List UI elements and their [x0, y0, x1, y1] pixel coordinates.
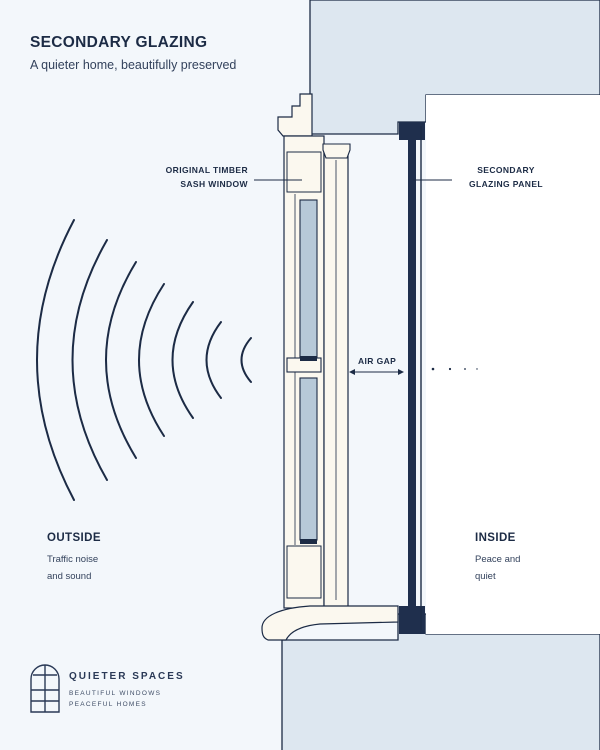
- sash-window-callout-line-1: ORIGINAL TIMBER: [165, 165, 248, 175]
- double-arrow-icon: [349, 369, 404, 375]
- sound-waves-icon: [36, 219, 252, 501]
- glazing-panel-callout-line-1: SECONDARY: [477, 165, 535, 175]
- page-title: SECONDARY GLAZING: [30, 34, 208, 51]
- page-subtitle: A quieter home, beautifully preserved: [30, 58, 237, 72]
- room-interior: [426, 95, 600, 634]
- glazing-panel-callout-line-2: GLAZING PANEL: [469, 179, 543, 189]
- head-moulding: [277, 93, 313, 137]
- sash-capital: [322, 143, 351, 159]
- outside-description-line-2: and sound: [47, 571, 92, 582]
- brand-tagline-line-2: PEACEFUL HOMES: [69, 701, 147, 708]
- secondary-glazing-panel: [408, 126, 416, 630]
- brand-tagline: BEAUTIFUL WINDOWS PEACEFUL HOMES: [69, 688, 161, 710]
- glazing-panel-callout: SECONDARY GLAZING PANEL: [456, 163, 556, 191]
- inside-description-line-1: Peace and: [475, 554, 521, 565]
- air-gap-label: AIR GAP: [358, 356, 397, 366]
- upper-glass-pane: [299, 199, 318, 359]
- upper-rail: [286, 151, 322, 193]
- brand-tagline-line-1: BEAUTIFUL WINDOWS: [69, 690, 162, 697]
- quiet-dots: [431, 367, 478, 371]
- outside-title: OUTSIDE: [47, 532, 101, 544]
- inside-title: INSIDE: [475, 532, 516, 544]
- window-sill: [261, 605, 399, 641]
- sash-window-callout: ORIGINAL TIMBER SASH WINDOW: [155, 163, 248, 191]
- outside-description: Traffic noise and sound: [47, 551, 98, 585]
- bottom-rail: [286, 545, 322, 599]
- outside-description-line-1: Traffic noise: [47, 554, 99, 565]
- arched-window-icon: [30, 664, 60, 713]
- bottom-rail-catch: [300, 539, 317, 544]
- lower-glass-pane: [299, 377, 318, 541]
- brand-name: QUIETER SPACES: [69, 671, 185, 682]
- lower-wall: [281, 613, 600, 750]
- sash-window-callout-line-2: SASH WINDOW: [180, 179, 248, 189]
- meeting-rail-catch: [300, 356, 317, 361]
- inside-description-line-2: quiet: [475, 571, 496, 582]
- inside-description: Peace and quiet: [475, 551, 520, 585]
